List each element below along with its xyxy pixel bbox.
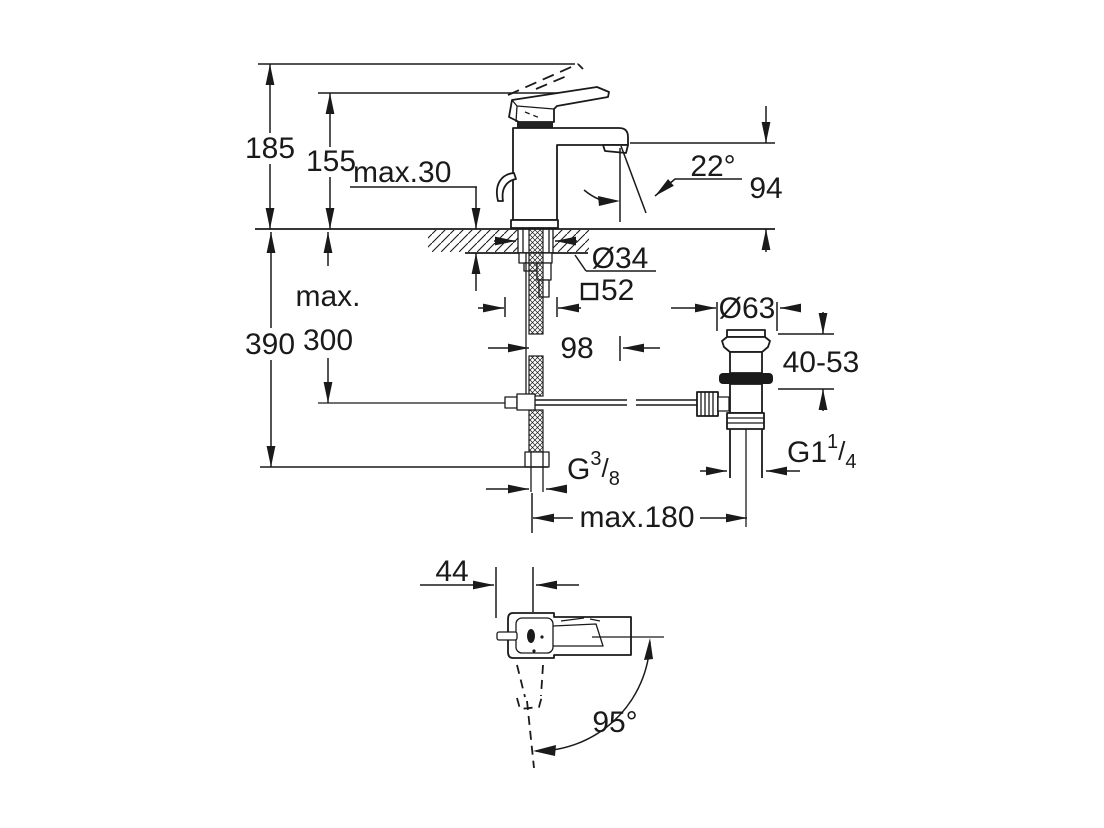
square-symbol (580, 282, 599, 301)
thread-numerator: 1 (827, 431, 838, 453)
adjuster-knob (696, 391, 719, 417)
dim-label-40-53: 40-53 (783, 346, 860, 379)
dim-g3-8: G3/8 (486, 448, 620, 494)
faucet-body (512, 127, 629, 221)
pop-up-waste-assembly (696, 329, 773, 527)
dim-390: 390 (245, 232, 548, 468)
dim-label-185: 185 (245, 132, 295, 165)
faucet-side-view (255, 63, 775, 527)
dim-max30: max.30 (350, 156, 481, 291)
thread-denominator: 4 (845, 451, 856, 473)
handle-rotated-dashed (516, 664, 544, 769)
lever-inner-edge (552, 623, 604, 647)
thread-slash: / (838, 436, 846, 466)
drain-gasket (719, 373, 773, 384)
dim-label-44: 44 (435, 555, 468, 588)
dim-label-52: 52 (601, 274, 634, 307)
supply-hose (504, 227, 550, 492)
dim-label-dia63: Ø63 (719, 292, 776, 325)
dim-label-dia34: Ø34 (592, 242, 649, 275)
dim-label-95deg: 95° (592, 706, 637, 739)
dim-label-300: 300 (303, 324, 353, 357)
dim-185: 185 (245, 64, 295, 229)
dim-max300: max. 300 (295, 232, 361, 403)
faucet-top-view (496, 612, 664, 769)
drain-plug (726, 329, 766, 338)
hose-end-nut (524, 451, 550, 468)
dim-44: 44 (420, 555, 579, 618)
counter-section (255, 228, 775, 254)
dim-98: 98 (488, 332, 660, 365)
dim-label-g3-8: G3/8 (567, 448, 620, 490)
thread-numerator: 3 (590, 448, 601, 470)
pop-up-pull-rod (496, 172, 517, 202)
dim-155: 155 (306, 93, 356, 229)
thread-prefix: G (567, 453, 590, 486)
dim-label-g1-1-4: G11/4 (787, 431, 857, 473)
pop-up-rod-horizontal (318, 399, 697, 406)
dim-label-98: 98 (560, 332, 593, 365)
thread-slash: / (601, 453, 609, 483)
dim-square52: 52 (478, 274, 634, 317)
dim-max180: max.180 (531, 493, 747, 534)
dim-94: 94 (630, 106, 783, 252)
dim-g1-1-4: G11/4 (700, 431, 857, 476)
dim-label-155: 155 (306, 145, 356, 178)
cartridge-slot (527, 629, 535, 643)
thread-prefix: G1 (787, 436, 827, 469)
cartridge-cap (517, 122, 553, 128)
handle-raised-dashed (507, 63, 584, 96)
base-plate (510, 219, 559, 229)
spout-aerator (602, 144, 629, 154)
dimension-annotations: 185 155 max.30 22° 94 (245, 64, 859, 756)
dim-label-390: 390 (245, 328, 295, 361)
water-stream (583, 145, 647, 222)
dim-label-max30: max.30 (353, 156, 451, 189)
dim-40-53: 40-53 (778, 312, 859, 411)
dim-95deg: 95° (533, 638, 653, 756)
dim-label-max180: max.180 (579, 501, 694, 534)
dim-dia63: Ø63 (671, 292, 801, 331)
dim-dia34: Ø34 (494, 236, 656, 275)
dim-22deg: 22° (654, 150, 742, 197)
pull-rod-top (496, 631, 518, 641)
dim-label-22deg: 22° (690, 150, 735, 183)
dim-label-94: 94 (749, 172, 782, 205)
dim-label-max-word: max. (295, 280, 360, 313)
thread-denominator: 8 (609, 468, 620, 490)
